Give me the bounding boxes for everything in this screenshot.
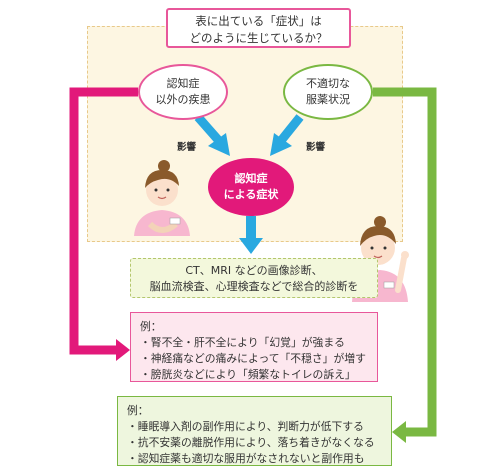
example-disease-item: ・神経痛などの痛みによって「不穏さ」が増す	[140, 352, 366, 365]
influence-label-right: 影響	[306, 142, 326, 153]
green-arrowhead	[392, 421, 406, 443]
example-disease-item: ・膀胱炎などにより「頻繁なトイレの訴え」	[140, 368, 356, 381]
nurse-left-illustration	[134, 160, 190, 236]
dementia-symptom-line2: による症状	[223, 188, 279, 201]
diagnosis-box: CT、MRI などの画像診断、 脳血流検査、心理検査などで総合的診断を	[130, 258, 378, 298]
diagnosis-line1: CT、MRI などの画像診断、	[185, 264, 323, 277]
pink-connector	[69, 87, 138, 355]
pink-arrowhead	[116, 339, 130, 361]
blue-arrow-down-head	[239, 238, 263, 254]
example-medication-item: ・認知症薬も適切な服用がなされないと副作用も	[127, 452, 365, 465]
blue-arrow-left-head	[208, 133, 230, 156]
example-medication-label: 例：	[127, 404, 149, 417]
dementia-symptom-line1: 認知症	[234, 172, 268, 185]
cause-other-disease-line2: 以外の疾患	[155, 93, 211, 106]
cause-medication: 不適切な 服薬状況	[283, 64, 373, 120]
influence-label-left: 影響	[177, 142, 197, 153]
cause-medication-line1: 不適切な	[306, 77, 350, 90]
cause-medication-line2: 服薬状況	[306, 93, 350, 106]
green-connector	[373, 87, 437, 437]
cause-other-disease-line1: 認知症	[166, 77, 200, 90]
question-line2: どのように生じているか？	[189, 31, 328, 45]
question-box: 表に出ている「症状」は どのように生じているか？	[166, 8, 351, 48]
diagnosis-line2: 脳血流検査、心理検査などで総合的診断を	[149, 280, 359, 293]
example-medication-box: 例： ・睡眠導入剤の副作用により、判断力が低下する ・抗不安薬の離脱作用により、…	[117, 396, 392, 466]
example-disease-label: 例：	[140, 320, 162, 333]
blue-arrow-right-line	[276, 114, 304, 145]
example-medication-item: ・抗不安薬の離脱作用により、落ち着きがなくなる	[127, 436, 375, 449]
dementia-symptom: 認知症 による症状	[208, 158, 294, 216]
question-line1: 表に出ている「症状」は	[195, 14, 322, 28]
blue-arrow-right-head	[270, 133, 292, 156]
example-medication-item: ・睡眠導入剤の副作用により、判断力が低下する	[127, 420, 364, 433]
example-disease-item: ・腎不全・肝不全により「幻覚」が強まる	[140, 336, 345, 349]
blue-arrow-left-line	[194, 114, 224, 145]
cause-other-disease: 認知症 以外の疾患	[138, 64, 228, 120]
example-disease-box: 例： ・腎不全・肝不全により「幻覚」が強まる ・神経痛などの痛みによって「不穏さ…	[130, 312, 378, 382]
